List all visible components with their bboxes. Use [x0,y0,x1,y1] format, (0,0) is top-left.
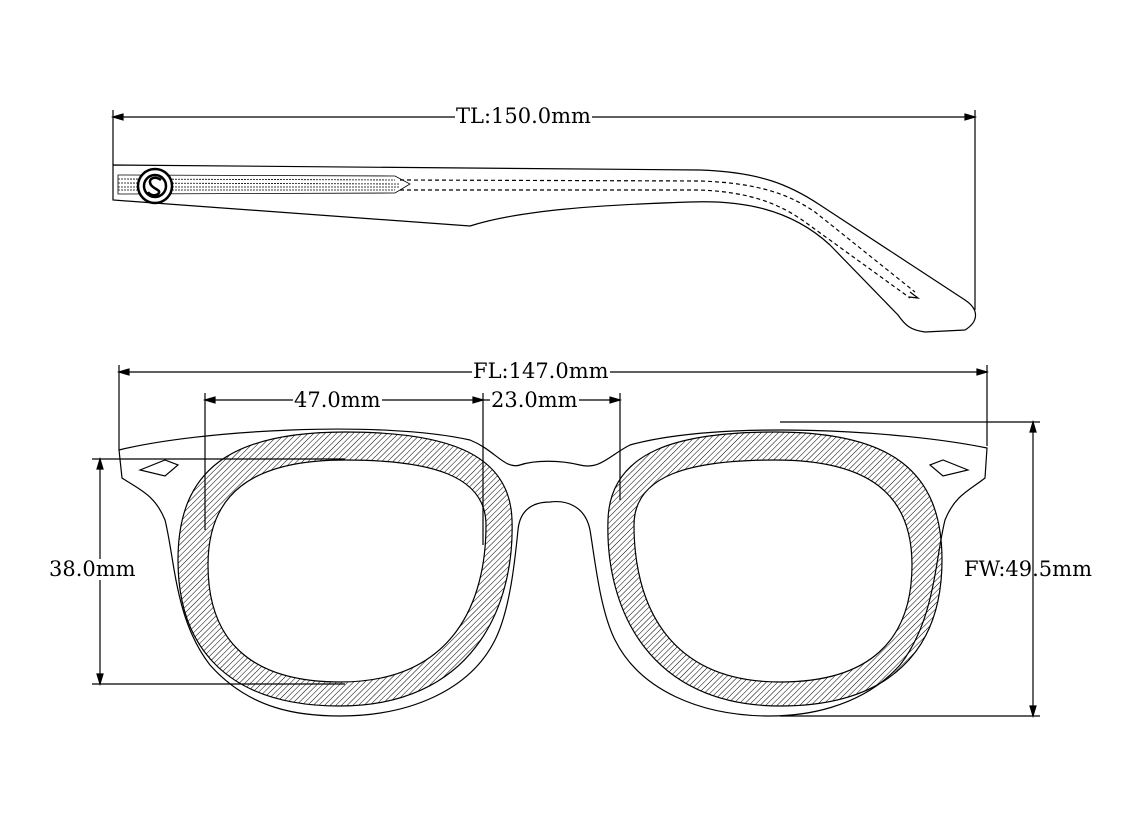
frame-front [118,428,988,717]
temple-arm [112,164,977,333]
temple-core-wire [117,174,411,195]
bridge-width-label: 23.0mm [490,388,579,412]
right-lens-rim [607,431,943,707]
frame-height-label: FW:49.5mm [964,557,1092,581]
left-lens-rim [177,431,513,707]
frame-height-dimension [780,419,1040,719]
logo-icon [136,167,174,205]
lens-height-label: 38.0mm [48,557,137,581]
lens-width-label: 47.0mm [293,388,382,412]
temple-length-label: TL:150.0mm [455,104,592,128]
frame-length-label: FL:147.0mm [472,359,610,383]
